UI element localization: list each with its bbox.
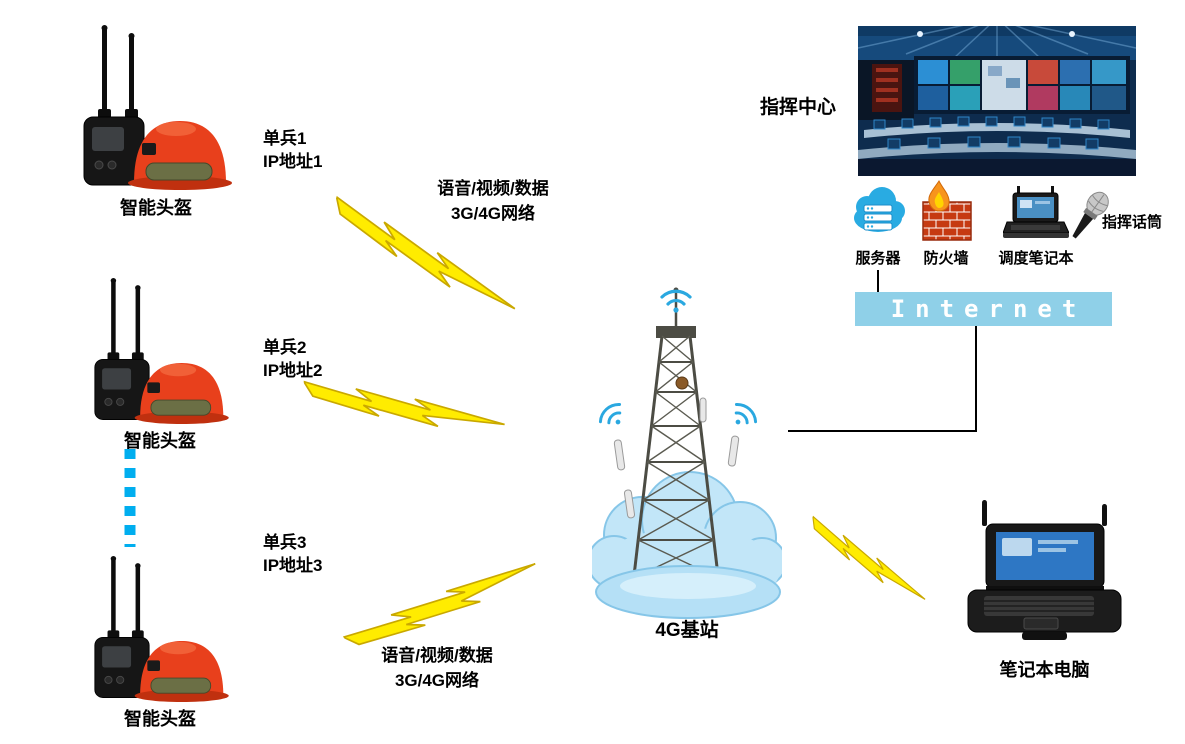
soldier-ip: IP地址2: [263, 361, 323, 380]
command-center-title: 指挥中心: [760, 97, 837, 118]
radio-device: [94, 636, 150, 699]
wifi-icon: [598, 289, 758, 425]
server-cabinet: [858, 60, 914, 120]
firewall-icon: [922, 180, 972, 241]
radio-antennas: [107, 556, 144, 640]
radio-device: [94, 358, 150, 421]
link-line1: 语音/视频/数据: [437, 179, 549, 198]
soldier-1-label: 单兵1 IP地址1: [263, 127, 323, 173]
lightning-bolt-icon: [812, 514, 926, 600]
radio-antennas: [98, 25, 138, 119]
soldier-name: 单兵2: [263, 338, 307, 357]
server-label: 服务器: [855, 250, 901, 267]
microphone-label: 指挥话筒: [1102, 214, 1163, 231]
smart-helmet-label: 智能头盔: [124, 431, 196, 451]
link-line1: 语音/视频/数据: [381, 646, 493, 665]
smart-helmet-label: 智能头盔: [124, 709, 196, 729]
soldier-name: 单兵1: [263, 129, 307, 148]
cloud-front: [595, 565, 781, 619]
ellipsis-dots: [124, 449, 136, 547]
operator-desks: [858, 116, 1136, 159]
lightning-bolt-icon: [341, 562, 536, 646]
soldier-ip: IP地址1: [263, 152, 323, 171]
radio-antennas: [107, 278, 144, 362]
video-wall: [914, 56, 1130, 114]
laptop-handle: [1022, 632, 1067, 640]
floor: [858, 159, 1136, 176]
panel-antennas: [613, 397, 740, 519]
helmet: [134, 640, 229, 702]
connector-line-internet-down: [975, 326, 977, 432]
smart-helmet-label: 智能头盔: [120, 198, 192, 218]
base-station-icon: [592, 287, 782, 619]
radio-device: [83, 116, 145, 186]
field-laptop-label: 笔记本电脑: [999, 660, 1090, 680]
command-center-photo: [858, 26, 1136, 176]
firewall-label: 防火墙: [923, 250, 969, 267]
smart-helmet-unit-2: 智能头盔: [84, 278, 236, 453]
lightning-bolt-icon: [335, 194, 516, 310]
mast-ball: [675, 376, 689, 390]
soldier-3-label: 单兵3 IP地址3: [263, 531, 323, 577]
soldier-name: 单兵3: [263, 533, 307, 552]
internet-label: Internet: [890, 295, 1087, 323]
link-line2: 3G/4G网络: [394, 671, 480, 690]
server-icon: [854, 187, 905, 232]
microphone-icon: [1072, 191, 1109, 239]
internet-bar: Internet: [855, 292, 1112, 326]
connector-line-to-tower: [788, 430, 977, 432]
helmet: [134, 362, 229, 424]
smart-helmet-unit-1: 智能头盔: [72, 25, 240, 220]
dispatch-laptop-label: 调度笔记本: [998, 250, 1074, 267]
smart-helmet-icon: [94, 556, 229, 702]
field-laptop-icon: [967, 500, 1122, 640]
link-line2: 3G/4G网络: [450, 204, 536, 223]
ceiling: [858, 26, 1136, 60]
smart-helmet-icon: [83, 25, 232, 190]
flame: [928, 180, 950, 212]
smart-helmet-unit-3: 智能头盔: [84, 556, 236, 731]
base-station-label: 4G基站: [655, 620, 719, 641]
soldier-ip: IP地址3: [263, 556, 323, 575]
lightning-bolt-icon: [303, 380, 505, 428]
soldier-2-label: 单兵2 IP地址2: [263, 336, 323, 382]
smart-helmet-icon: [94, 278, 229, 424]
helmet: [128, 121, 232, 190]
laptop-antennas: [982, 500, 1107, 526]
tower: [613, 287, 740, 611]
dispatch-laptop-icon: [1003, 186, 1069, 238]
connector-line-server-internet: [877, 270, 879, 293]
wireless-link-text-2: 语音/视频/数据 3G/4G网络: [352, 643, 522, 693]
wireless-link-text-1: 语音/视频/数据 3G/4G网络: [408, 176, 578, 226]
